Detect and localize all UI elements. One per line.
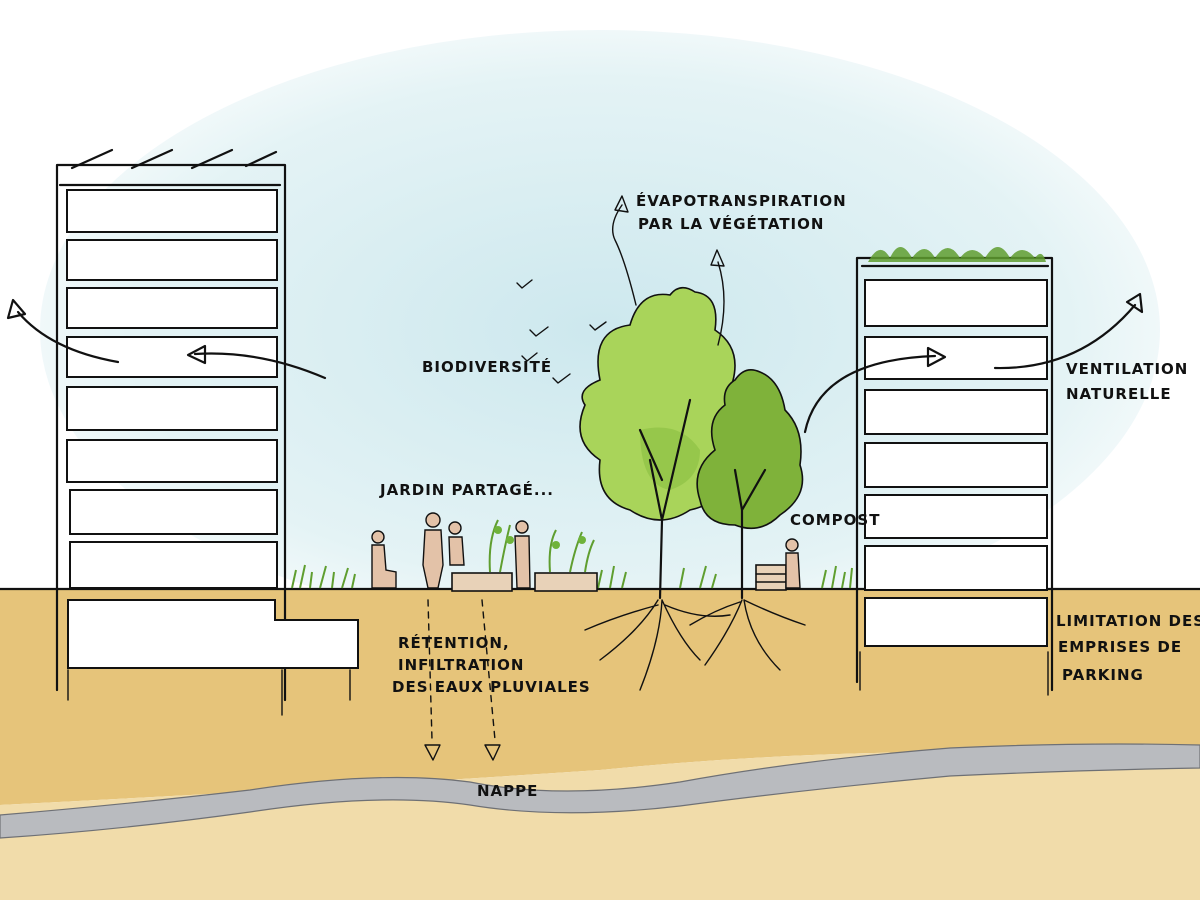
label-biodiversite: BIODIVERSITÉ	[422, 357, 552, 376]
ventilation-arrow-left	[193, 352, 327, 380]
groundwater-nappe	[0, 743, 1200, 839]
shared-garden	[451, 519, 598, 592]
solar-panel	[244, 150, 278, 168]
label-naturelle: NATURELLE	[1066, 385, 1172, 403]
tree-small	[696, 369, 804, 600]
floor	[69, 541, 278, 589]
floor	[864, 442, 1048, 488]
sky-watercolor	[40, 30, 1160, 630]
ventilation-arrow-out-right	[993, 303, 1137, 370]
label-nappe: NAPPE	[477, 782, 538, 800]
evapo-arrow	[717, 261, 725, 346]
floor	[864, 597, 1048, 647]
solar-panel	[130, 148, 174, 170]
right-building	[855, 247, 1054, 696]
arrowhead-icon	[424, 744, 441, 761]
floor	[864, 279, 1048, 327]
arrowhead-icon	[186, 344, 207, 365]
floor	[864, 545, 1048, 591]
compost-box	[755, 538, 801, 591]
label-limitation: LIMITATION DES	[1056, 612, 1200, 630]
arrowhead-icon	[710, 249, 725, 267]
tree-roots	[584, 599, 806, 691]
people	[371, 512, 531, 589]
solar-panel	[70, 148, 114, 170]
label-compost: COMPOST	[790, 511, 880, 529]
ventilation-arrow-in-right	[803, 354, 937, 434]
label-emprises: EMPRISES DE	[1058, 638, 1182, 656]
floor	[66, 336, 278, 378]
floor	[66, 386, 278, 431]
floor	[66, 439, 278, 483]
floor	[864, 336, 1048, 380]
arrowhead-icon	[6, 298, 27, 320]
label-ventilation: VENTILATION	[1066, 360, 1188, 378]
planter-box	[451, 572, 513, 592]
evapo-arrow	[612, 204, 637, 306]
label-evapotranspiration: ÉVAPOTRANSPIRATION	[636, 191, 847, 210]
ventilation-arrow-out-left	[16, 310, 120, 364]
floor	[66, 239, 278, 281]
floor	[66, 287, 278, 329]
birds	[516, 279, 607, 384]
floor	[66, 189, 278, 233]
floor	[864, 389, 1048, 435]
floor	[69, 489, 278, 535]
arrowhead-icon	[926, 346, 947, 368]
green-roof	[868, 247, 1046, 262]
floor	[864, 494, 1048, 539]
label-eaux-pluviales: DES EAUX PLUVIALES	[392, 678, 591, 696]
label-retention: RÉTENTION,	[398, 633, 510, 652]
label-parking: PARKING	[1062, 666, 1144, 684]
label-vegetation: PAR LA VÉGÉTATION	[638, 214, 824, 233]
tree-large	[579, 286, 740, 600]
arrowhead-icon	[484, 744, 501, 761]
arrowhead-icon	[614, 195, 629, 213]
left-building	[55, 148, 359, 716]
arrowhead-icon	[1125, 292, 1144, 314]
label-infiltration: INFILTRATION	[398, 656, 524, 674]
infiltration-arrows	[427, 599, 496, 741]
label-jardin-partage: JARDIN PARTAGÉ...	[379, 480, 554, 499]
solar-panel	[190, 148, 234, 170]
grass	[291, 564, 853, 589]
planter-box	[534, 572, 598, 592]
parking-level	[67, 599, 359, 669]
